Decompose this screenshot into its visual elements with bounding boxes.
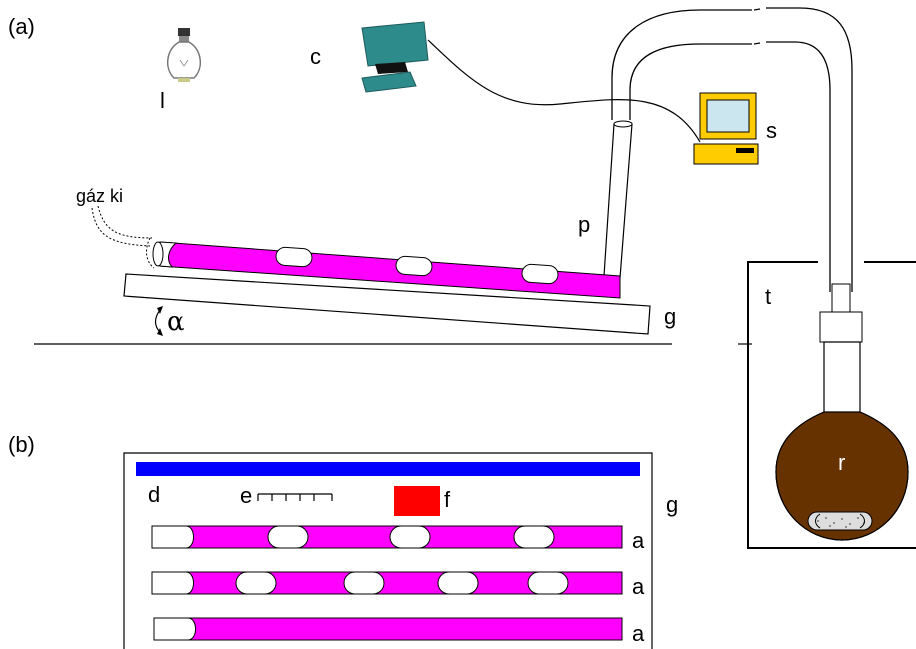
camera-icon: [361, 21, 429, 93]
bubble: [275, 246, 313, 268]
glass-plate-top-view: [123, 452, 653, 649]
lamp-label: l: [160, 88, 165, 113]
tube-3-label: a: [632, 621, 645, 646]
tube-1-label: a: [632, 528, 645, 553]
tilted-tube: [152, 241, 621, 299]
panel-a-label: (a): [8, 14, 35, 39]
panel-b-label: (b): [8, 432, 35, 457]
bubble: [521, 263, 559, 285]
gas-out-lines: [91, 205, 155, 269]
bubble: [527, 571, 569, 595]
connecting-tubing: [611, 7, 853, 292]
light-bulb-icon: [167, 28, 201, 82]
angle-arrow: [154, 309, 161, 333]
bubble: [437, 571, 479, 595]
tube-1: [151, 525, 623, 549]
camera-cable: [427, 39, 701, 143]
reservoir-flask: [775, 283, 909, 541]
stir-bar-icon: [807, 511, 873, 531]
tilted-glass-plate: [123, 273, 651, 335]
thermostat-label: t: [765, 284, 771, 309]
bubble: [235, 571, 277, 595]
alpha-label: α: [167, 307, 185, 337]
f-label: f: [444, 487, 451, 512]
scale-bar: [257, 493, 333, 501]
tube-2: [151, 571, 623, 595]
thermostat-box: [747, 261, 916, 549]
bubble: [513, 525, 555, 549]
blue-bar: [136, 462, 640, 476]
glass-label-top: g: [664, 304, 676, 329]
d-label: d: [148, 482, 160, 507]
e-label: e: [240, 483, 252, 508]
reservoir-label: r: [838, 450, 845, 475]
gas-out-label: gáz ki: [76, 186, 123, 206]
glass-label-bottom: g: [666, 492, 678, 517]
tube-3: [153, 617, 623, 641]
computer-label: s: [766, 118, 777, 143]
red-marker: [394, 486, 440, 516]
bubble: [389, 525, 431, 549]
computer-icon: [693, 92, 759, 165]
tube-2-label: a: [632, 574, 645, 599]
bubble: [343, 571, 385, 595]
bubble: [395, 255, 433, 277]
pipe-p: [603, 120, 633, 279]
camera-label: c: [310, 44, 321, 69]
pipe-label: p: [578, 212, 590, 237]
bubble: [267, 525, 309, 549]
